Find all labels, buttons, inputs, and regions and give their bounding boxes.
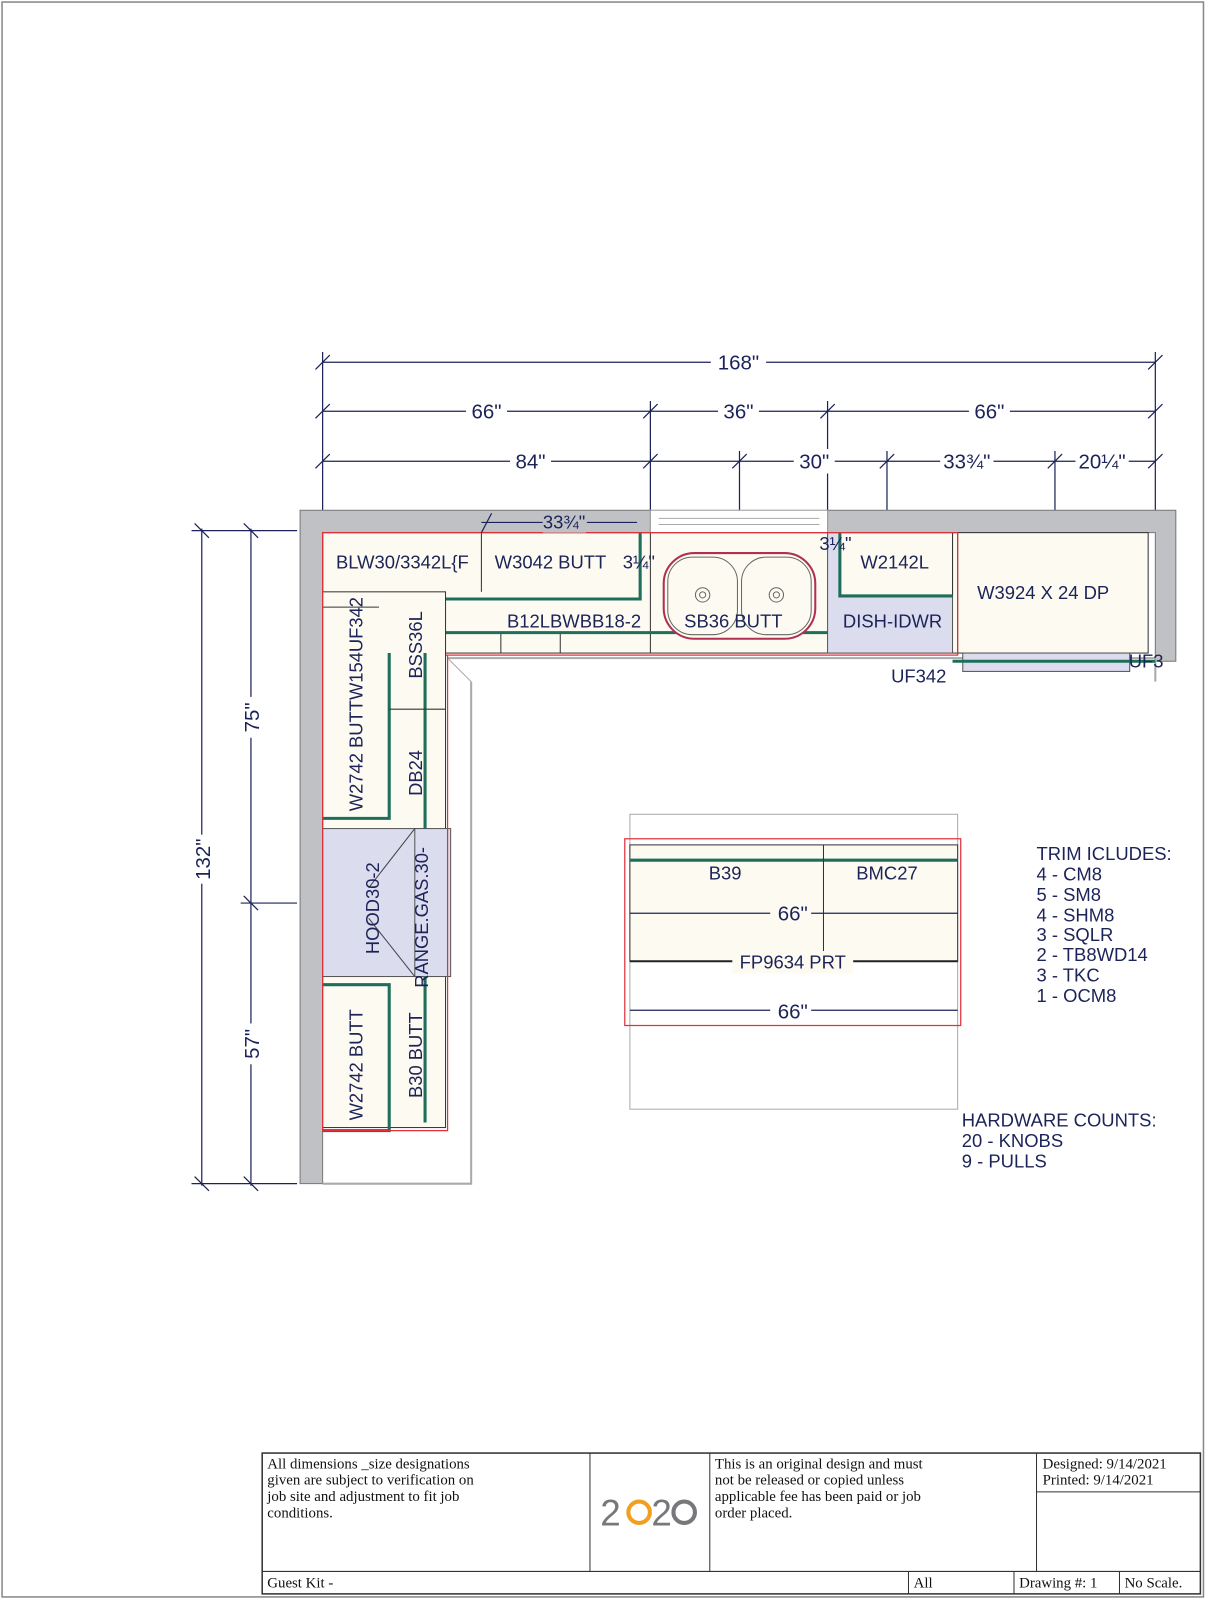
dim-island-cabinets: 66" (778, 902, 808, 925)
label-b12: B12LBWBB18-2 (507, 611, 641, 632)
top-run-cabinets: BLW30/3342L{F W3042 BUTT B12LBWBB18-2 SB… (322, 512, 1164, 687)
copyright-line: applicable fee has been paid or job (715, 1489, 921, 1505)
view-name: All (914, 1576, 933, 1592)
disclaimer-line: conditions. (267, 1505, 333, 1521)
dim-overall-height: 132" (192, 839, 215, 880)
left-run-cabinets: W2742 BUTTW154UF342 BSS36L DB24 HOOD30-2… (322, 532, 452, 1133)
dim-overall-width: 168" (718, 351, 759, 374)
dim-filler-left: 3¼" (623, 551, 655, 572)
hardware-title: HARDWARE COUNTS: (962, 1110, 1157, 1131)
label-bmc27: BMC27 (856, 863, 917, 884)
walls (299, 509, 1177, 1185)
trim-notes: TRIM ICLUDES: 4 - CM8 5 - SM8 4 - SHM8 3… (1037, 843, 1172, 1006)
title-block (261, 1452, 1202, 1595)
trim-item: 1 - OCM8 (1037, 985, 1117, 1006)
dim-upper-33: 33¾" (543, 512, 585, 533)
dim-left-upper: 75" (241, 702, 264, 732)
label-db24: DB24 (405, 750, 426, 796)
island: B39 BMC27 66" FP9634 PRT 66" (624, 813, 962, 1110)
dim-island-top: 66" (778, 1000, 808, 1023)
hardware-item: 9 - PULLS (962, 1150, 1047, 1171)
dim-base-33: 33¾" (943, 450, 990, 473)
label-blw30: BLW30/3342L{F (336, 551, 469, 572)
sink-icon (662, 552, 817, 640)
label-w2742-top: W2742 BUTTW154UF342 (346, 597, 367, 811)
label-b30: B30 BUTT (405, 1012, 426, 1098)
dim-base-20: 20¼" (1079, 450, 1126, 473)
label-w2142: W2142L (860, 551, 929, 572)
label-bss36: BSS36L (405, 611, 426, 678)
label-w3042: W3042 BUTT (495, 551, 607, 572)
dim-base-84: 84" (516, 450, 546, 473)
trim-item: 4 - SHM8 (1037, 904, 1115, 925)
copyright-line: order placed. (715, 1505, 792, 1521)
label-dish: DISH-IDWR (843, 611, 942, 632)
label-uf3: UF3 (1129, 650, 1164, 671)
dim-filler-right: 3¼" (819, 533, 851, 554)
range (414, 828, 452, 978)
dim-left-lower: 57" (241, 1029, 264, 1059)
printed-date: Printed: 9/14/2021 (1043, 1473, 1154, 1489)
label-b39: B39 (709, 863, 742, 884)
label-sb36: SB36 BUTT (684, 611, 782, 632)
dim-wall-center: 36" (723, 400, 753, 423)
label-uf342: UF342 (891, 666, 946, 687)
copyright-line: This is an original design and must (715, 1456, 924, 1472)
trim-item: 2 - TB8WD14 (1037, 944, 1148, 965)
hardware-item: 20 - KNOBS (962, 1130, 1063, 1151)
project-name: Guest Kit - (267, 1576, 333, 1592)
svg-text:2: 2 (600, 1493, 621, 1534)
horizontal-dimensions: 168" 66" 36" 66" 84" 30" 33¾" 20¼" (315, 350, 1163, 511)
trim-item: 3 - SQLR (1037, 924, 1114, 945)
disclaimer-line: job site and adjustment to fit job (266, 1489, 459, 1505)
dim-base-30: 30" (799, 450, 829, 473)
copyright-line: not be released or copied unless (715, 1473, 904, 1489)
dim-wall-right: 66" (974, 400, 1004, 423)
trim-item: 4 - CM8 (1037, 864, 1103, 885)
trim-title: TRIM ICLUDES: (1037, 843, 1172, 864)
label-range: RANGE.GAS.30- (411, 847, 432, 988)
drawing-number: Drawing #: 1 (1019, 1576, 1097, 1592)
trim-item: 5 - SM8 (1037, 884, 1102, 905)
scale-label: No Scale. (1125, 1576, 1183, 1592)
logo-2020: 2 2 (600, 1493, 697, 1534)
designed-date: Designed: 9/14/2021 (1043, 1456, 1167, 1472)
label-w3924: W3924 X 24 DP (977, 582, 1109, 603)
label-fp9634: FP9634 PRT (740, 951, 846, 972)
hardware-notes: HARDWARE COUNTS: 20 - KNOBS 9 - PULLS (962, 1110, 1157, 1172)
dim-wall-left: 66" (471, 400, 501, 423)
disclaimer-line: given are subject to verification on (267, 1473, 474, 1489)
disclaimer-line: All dimensions _size designations (267, 1456, 470, 1472)
label-hood: HOOD30-2 (362, 862, 383, 954)
window (649, 509, 829, 534)
svg-text:2: 2 (651, 1493, 672, 1534)
hood (322, 828, 428, 978)
trim-item: 3 - TKC (1037, 965, 1100, 986)
vertical-dimensions: 132" 75" 57" (189, 523, 298, 1192)
label-w2742-bottom: W2742 BUTT (346, 1009, 367, 1120)
